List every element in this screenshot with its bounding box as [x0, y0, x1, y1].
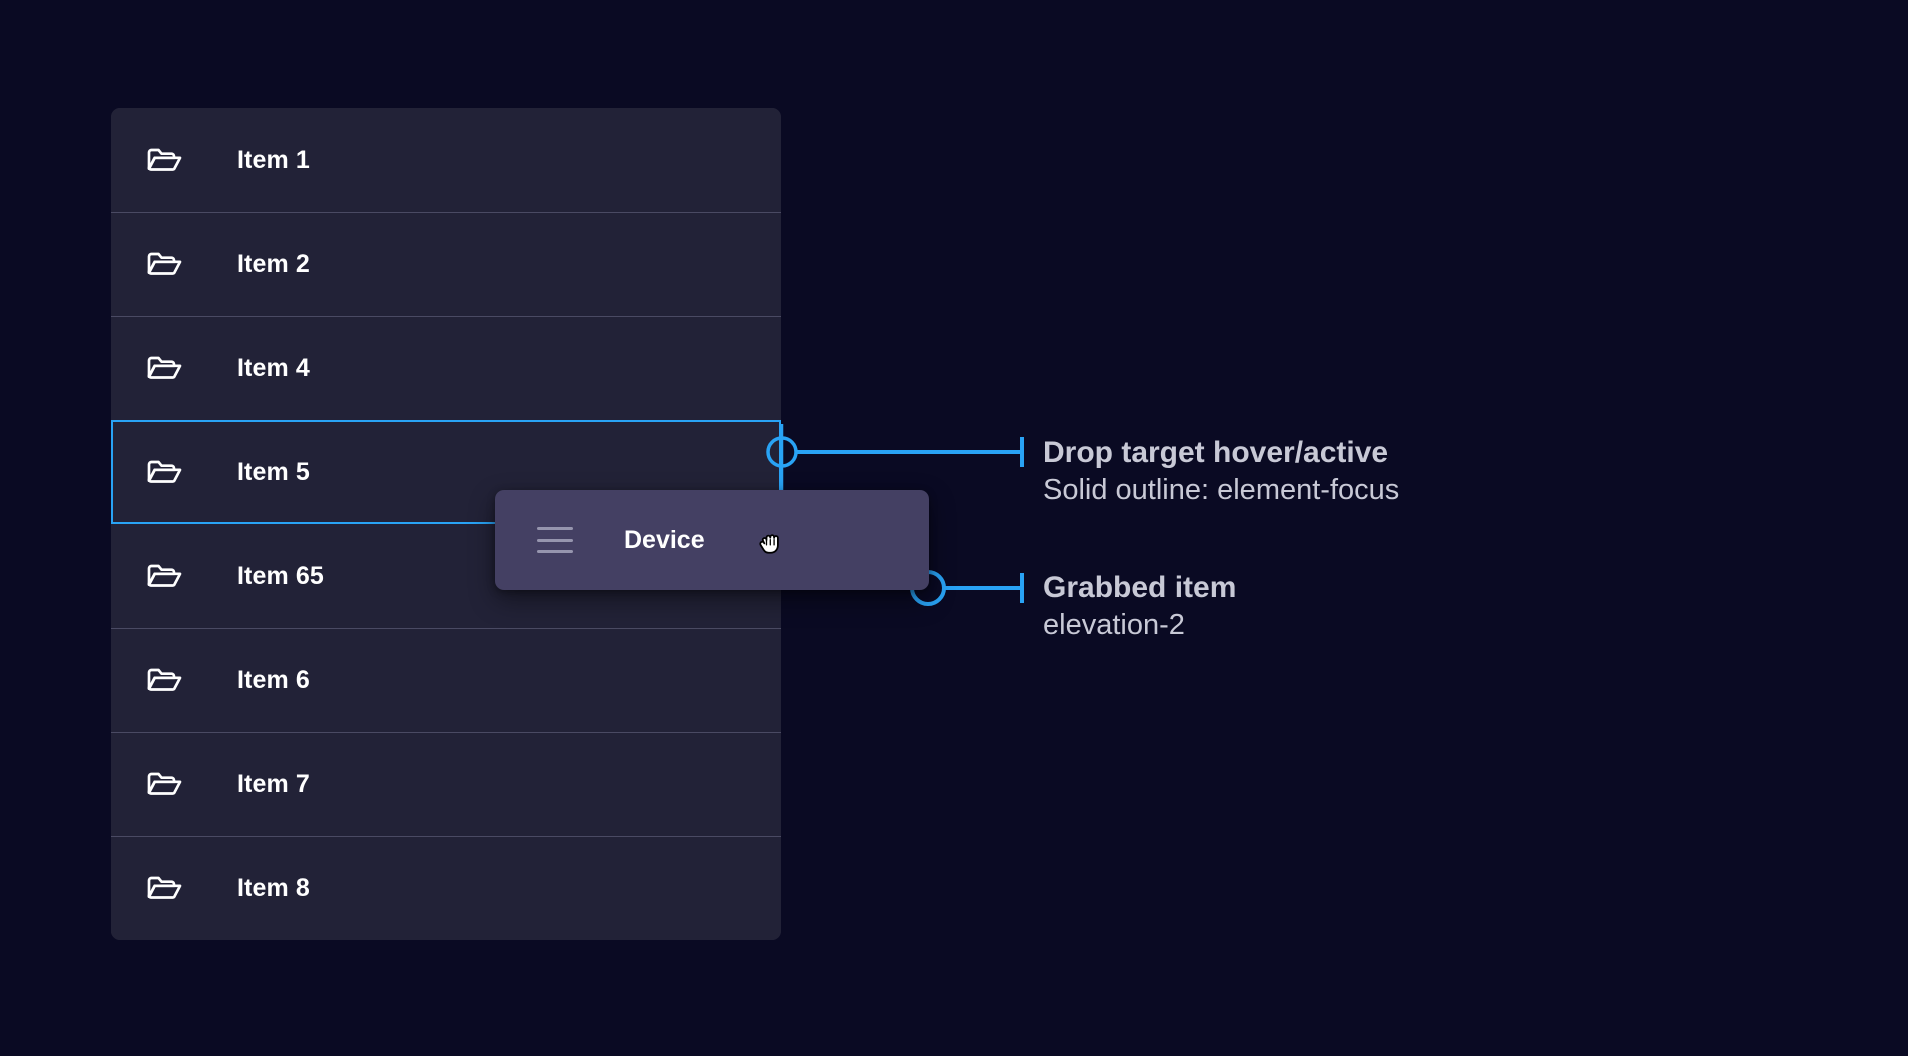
folder-open-icon [147, 564, 182, 587]
list-item[interactable]: Item 1 [111, 108, 781, 212]
folder-open-icon [147, 876, 182, 899]
annotation-subtitle: elevation-2 [1043, 609, 1185, 642]
list-item-label: Item 4 [237, 353, 310, 382]
folder-open-icon [147, 668, 182, 691]
folder-open-icon [147, 460, 182, 483]
folder-open-icon [147, 252, 182, 275]
annotation-title: Grabbed item [1043, 571, 1237, 604]
annotation-drop-target: Drop target hover/active Solid outline: … [1043, 434, 1399, 510]
list-item[interactable]: Item 7 [111, 732, 781, 836]
grabbed-item-label: Device [624, 525, 705, 554]
folder-open-icon [147, 148, 182, 171]
folder-open-icon [147, 356, 182, 379]
list-item[interactable]: Item 8 [111, 836, 781, 940]
annotation-subtitle: Solid outline: element-focus [1043, 474, 1400, 507]
list-item[interactable]: Item 4 [111, 316, 781, 420]
annotation-title: Drop target hover/active [1043, 436, 1389, 469]
folder-open-icon [147, 772, 182, 795]
list-item[interactable]: Item 2 [111, 212, 781, 316]
list-item-label: Item 7 [237, 769, 310, 798]
list-item-label: Item 65 [237, 561, 324, 590]
list-item-label: Item 6 [237, 665, 310, 694]
list-item[interactable]: Item 6 [111, 628, 781, 732]
list-item-label: Item 2 [237, 249, 310, 278]
list-item-label: Item 1 [237, 145, 310, 174]
list-item-label: Item 8 [237, 873, 310, 902]
grabbed-item-chip[interactable]: Device [495, 490, 929, 590]
list-item-label: Item 5 [237, 457, 310, 486]
annotation-grabbed-item: Grabbed item elevation-2 [1043, 569, 1236, 645]
hamburger-drag-handle-icon[interactable] [537, 527, 573, 553]
